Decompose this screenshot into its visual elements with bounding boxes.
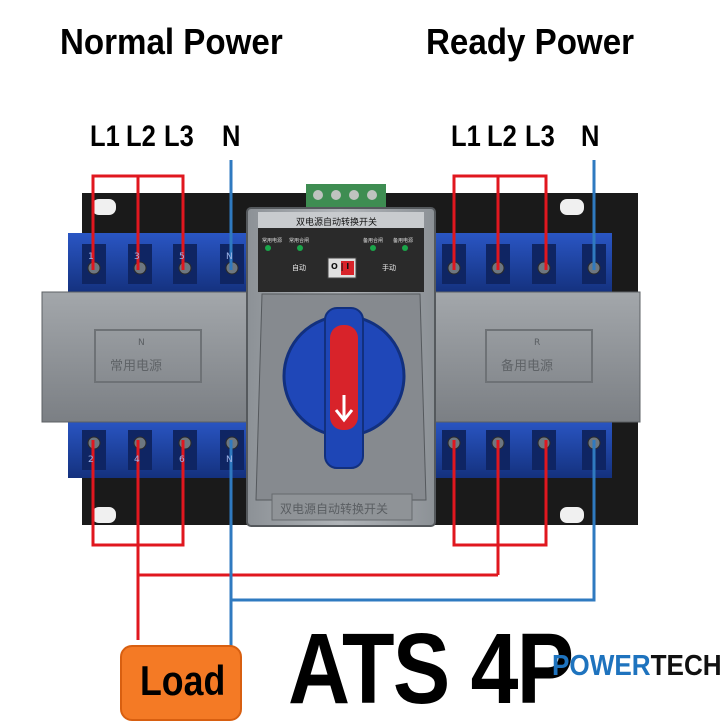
indicator-ready-power: 备用电源 — [393, 238, 414, 244]
right-cover — [413, 291, 641, 423]
handle-red-grip — [330, 325, 358, 430]
mount-hole — [560, 507, 584, 523]
ready-l3-label: L3 — [525, 120, 555, 153]
mount-hole — [92, 199, 116, 215]
brand-tech-text: TECH — [650, 650, 720, 682]
ready-n-label: N — [581, 120, 600, 153]
left-cover-letter: N — [138, 338, 145, 348]
ready-l2-label: L2 — [487, 120, 517, 153]
mount-hole — [560, 199, 584, 215]
ready-phase-wires — [452, 174, 548, 575]
normal-power-title: Normal Power — [60, 21, 283, 62]
indicator-normal-power: 常用电源 — [262, 238, 283, 244]
panel-title: 双电源自动转换开关 — [296, 218, 378, 228]
bottom-plate-text: 双电源自动转换开关 — [280, 502, 389, 516]
load-label: Load — [140, 657, 226, 704]
terminal-number: N — [226, 252, 233, 262]
mode-manual-label: 手动 — [382, 264, 396, 272]
terminal-number: 1 — [88, 252, 94, 262]
mount-hole — [92, 507, 116, 523]
normal-n-label: N — [222, 120, 241, 153]
neutral-wires — [229, 160, 596, 650]
product-title: ATS 4P — [288, 613, 574, 725]
normal-l2-label: L2 — [126, 120, 156, 153]
indicator-ready-close: 备用合闸 — [363, 238, 384, 244]
brand-power-text: POWER — [552, 650, 651, 682]
bottom-plate — [271, 493, 413, 521]
terminal-number: 2 — [88, 455, 94, 465]
normal-phase-wires — [91, 174, 498, 640]
ready-l1-label: L1 — [451, 120, 481, 153]
brand-logo: POWERTECH — [552, 650, 720, 683]
indicator-normal-close: 常用合闸 — [289, 238, 310, 244]
right-cover-letter: R — [534, 338, 541, 348]
normal-l1-label: L1 — [90, 120, 120, 153]
left-cover — [41, 291, 267, 423]
terminal-number: 5 — [179, 252, 185, 262]
mode-auto-label: 自动 — [292, 264, 306, 272]
switch-label: O | I — [331, 262, 350, 271]
ready-power-title: Ready Power — [426, 21, 635, 62]
terminal-screws — [87, 261, 601, 450]
terminal-number: 3 — [134, 252, 140, 262]
normal-l3-label: L3 — [164, 120, 194, 153]
terminal-number: 4 — [134, 455, 140, 465]
terminal-number: N — [226, 455, 233, 465]
handle-arrow-icon — [334, 395, 354, 423]
terminal-number: 6 — [179, 455, 185, 465]
right-cover-text: 备用电源 — [501, 359, 554, 374]
left-cover-text: 常用电源 — [110, 359, 163, 374]
load-badge — [120, 645, 242, 721]
